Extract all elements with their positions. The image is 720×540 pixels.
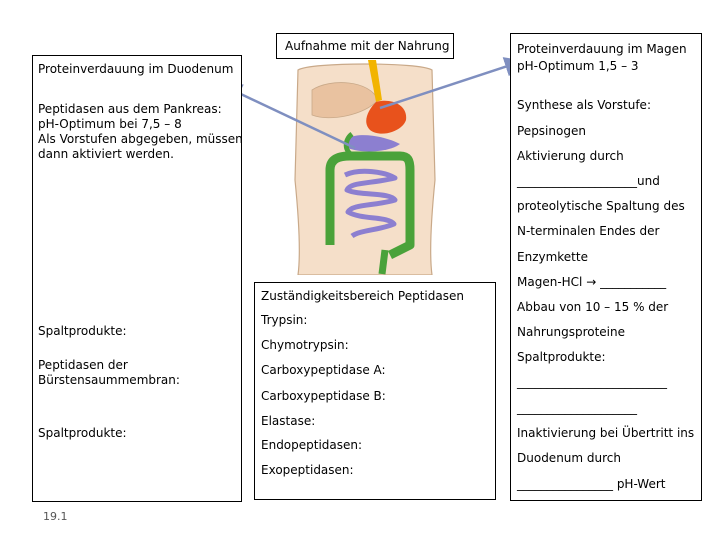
magen-line: Inaktivierung bei Übertritt ins (517, 426, 695, 440)
magen-line: ________________ pH-Wert (517, 477, 666, 491)
peptidase-item: Endopeptidasen: (261, 438, 363, 452)
peptidase-item: Carboxypeptidase B: (261, 389, 386, 403)
duodenum-panel: Proteinverdauung im Duodenum Peptidasen … (32, 55, 243, 502)
magen-line: ____________________und (517, 174, 660, 188)
zustaendigkeit-panel: Zuständigkeitsbereich Peptidasen Trypsin… (254, 282, 496, 500)
magen-line: Nahrungsproteine (517, 325, 625, 339)
peptidase-item: Trypsin: (261, 313, 308, 327)
magen-line: Synthese als Vorstufe: (517, 98, 651, 112)
magen-line: _________________________ (517, 375, 667, 389)
magen-title: Proteinverdauung im Magen (517, 42, 687, 56)
magen-line: Pepsinogen (517, 124, 586, 138)
magen-line: N-terminalen Endes der (517, 224, 660, 238)
stomach (366, 100, 407, 134)
zustaendigkeit-title: Zuständigkeitsbereich Peptidasen (261, 289, 464, 303)
spaltprodukte-label-2: Spaltprodukte: (38, 426, 127, 440)
magen-line: Duodenum durch (517, 451, 621, 465)
esophagus (368, 60, 382, 102)
aufnahme-label: Aufnahme mit der Nahrung (285, 39, 450, 53)
arrow-to-duodenum (221, 84, 356, 150)
magen-ph-optimum: pH-Optimum 1,5 – 3 (517, 59, 639, 73)
peptidase-item: Exopeptidasen: (261, 463, 354, 477)
magen-line: Aktivierung durch (517, 149, 624, 163)
magen-line: Magen-HCl → ___________ (517, 275, 667, 289)
buerstensaum-peptidasen-label: Peptidasen der Bürstensaummembran: (38, 358, 180, 387)
magen-panel: Proteinverdauung im Magen pH-Optimum 1,5… (510, 33, 702, 501)
aufnahme-box: Aufnahme mit der Nahrung (276, 33, 454, 59)
digestive-system-illustration (294, 60, 436, 275)
pankreas-peptidasen-text: Peptidasen aus dem Pankreas: pH-Optimum … (38, 102, 243, 161)
pancreas (348, 135, 400, 152)
arrow-to-magen (379, 57, 525, 110)
spaltprodukte-label-1: Spaltprodukte: (38, 324, 127, 338)
magen-line: ____________________ (517, 401, 637, 415)
magen-line: proteolytische Spaltung des (517, 199, 685, 213)
page-number: 19.1 (43, 510, 68, 523)
small-intestine (343, 168, 398, 239)
magen-line: Spaltprodukte: (517, 350, 606, 364)
duodenum-title: Proteinverdauung im Duodenum (38, 62, 234, 76)
magen-line: Abbau von 10 – 15 % der (517, 300, 669, 314)
rectum (378, 249, 389, 275)
magen-line: Enzymkette (517, 250, 588, 264)
peptidase-item: Chymotrypsin: (261, 338, 349, 352)
peptidase-item: Carboxypeptidase A: (261, 363, 386, 377)
peptidase-item: Elastase: (261, 414, 316, 428)
large-intestine (325, 151, 415, 260)
